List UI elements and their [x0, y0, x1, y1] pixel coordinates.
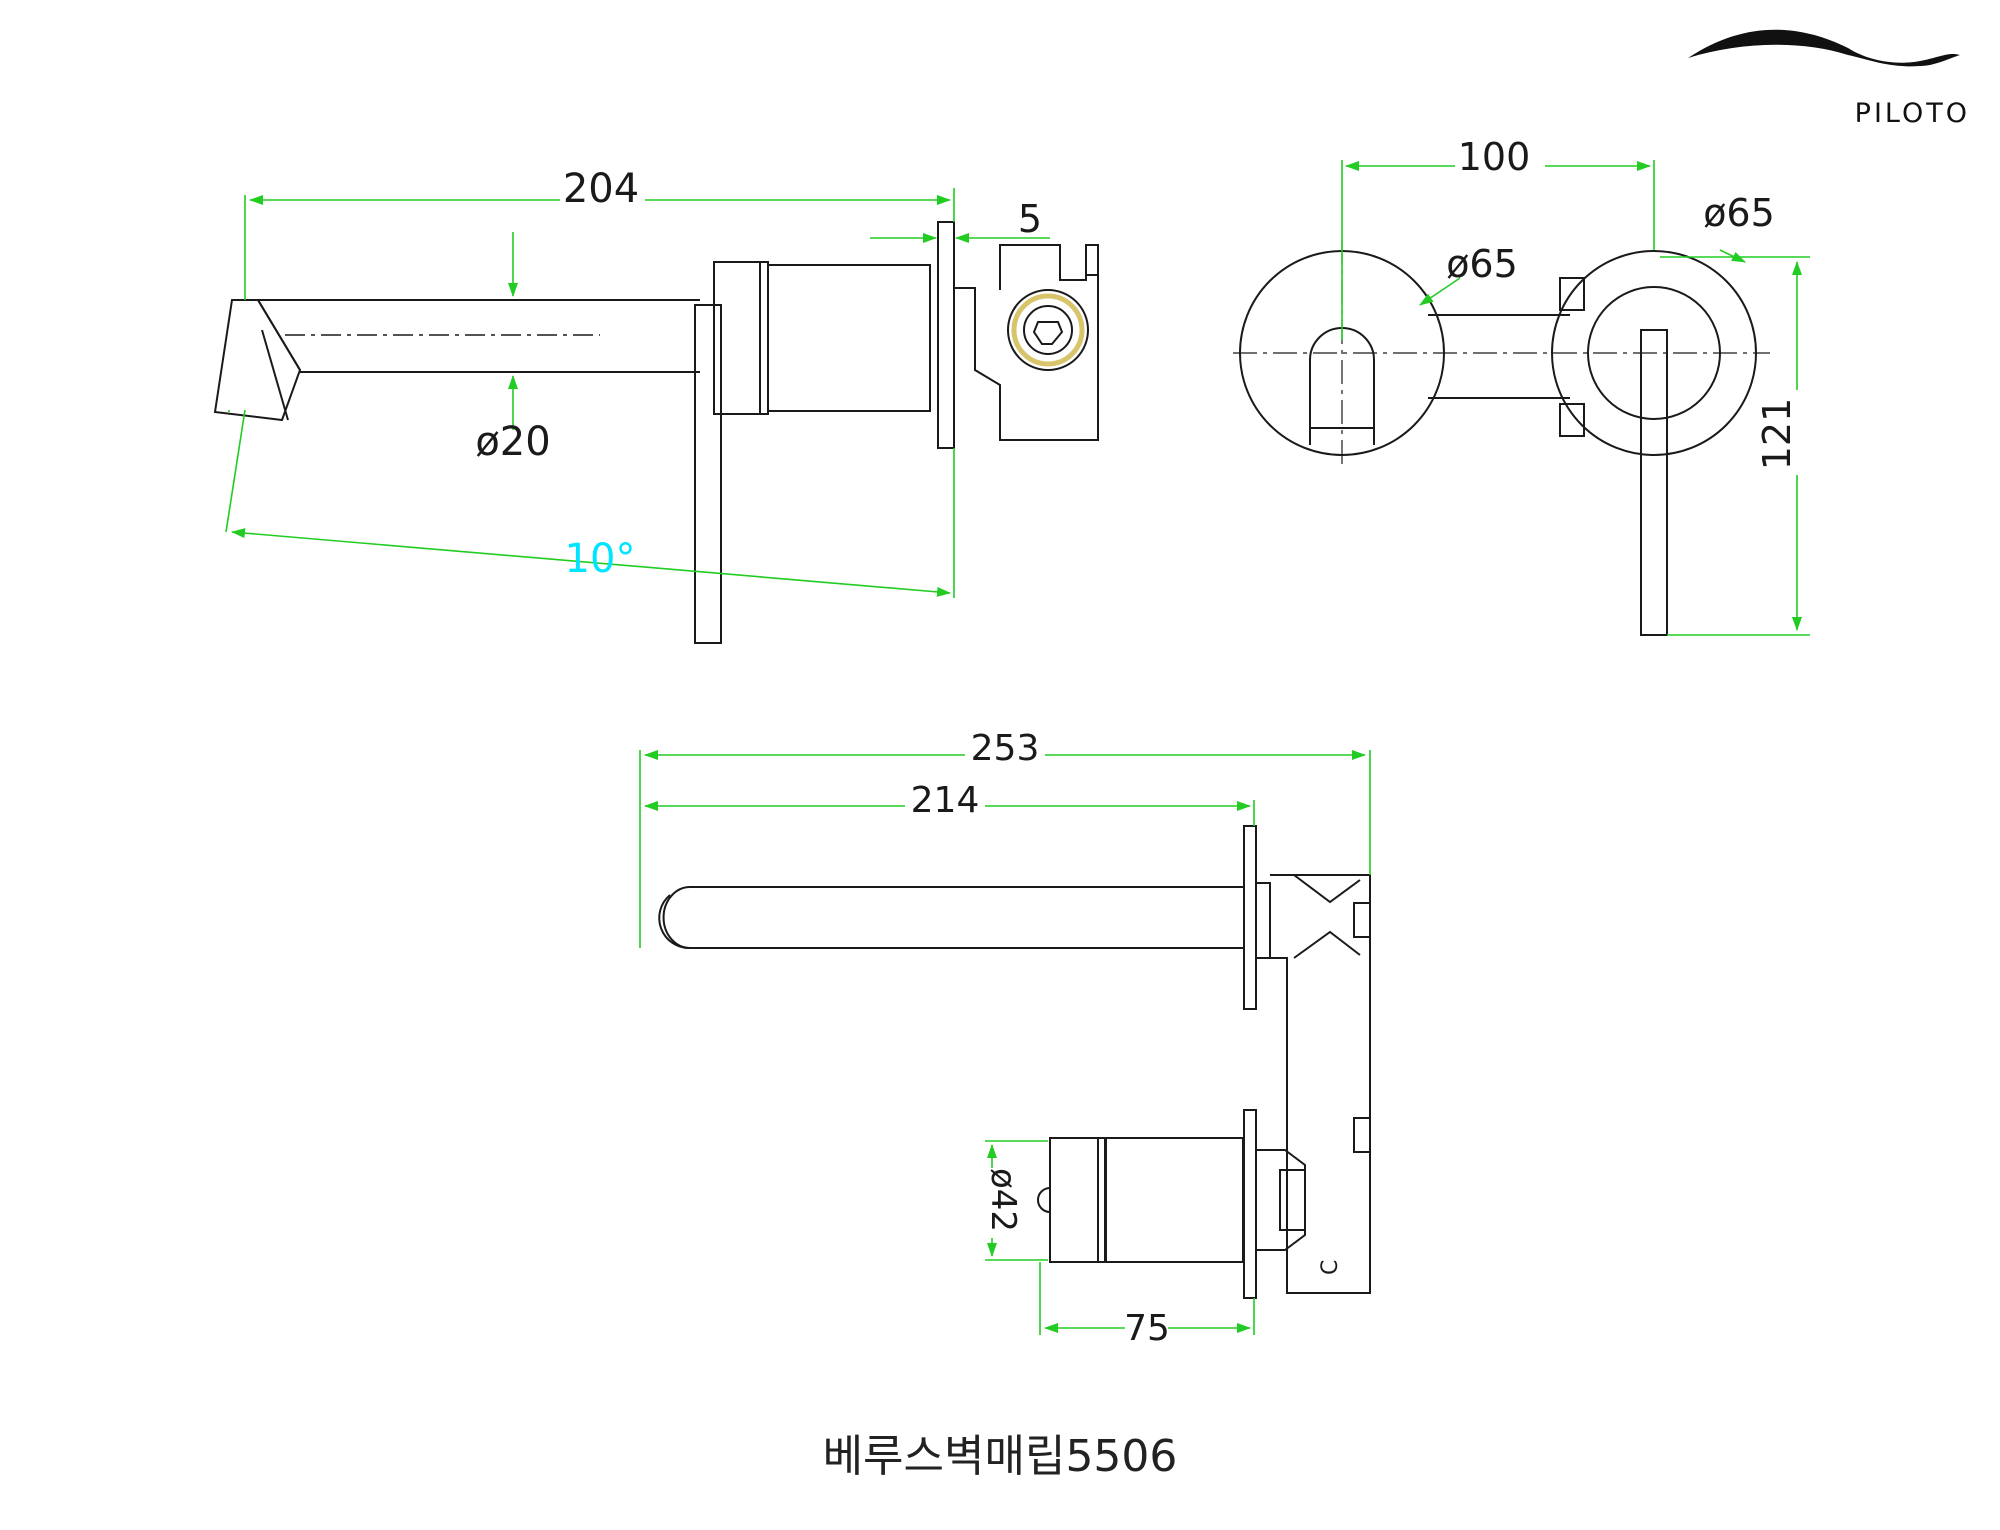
lever-front: [1640, 329, 1668, 636]
top-view-dimensions: [639, 750, 1371, 1335]
dim-handle-diameter: ø42: [983, 1168, 1023, 1232]
spout-top: [690, 886, 1245, 949]
svg-text:C: C: [1318, 1260, 1343, 1275]
dim-left-plate-diameter: ø65: [1446, 242, 1518, 286]
dim-angle: 10°: [565, 536, 636, 582]
dim-spout-reach: 214: [911, 780, 980, 821]
top-view: C: [658, 825, 1371, 1299]
fitting-ring: [1011, 293, 1085, 367]
dim-right-plate-diameter: ø65: [1703, 191, 1775, 235]
lever-handle: [694, 304, 722, 644]
handle-cap-top: [1049, 1137, 1107, 1263]
brand-logo: [1688, 29, 1960, 67]
spout-wall-plate: [1243, 825, 1257, 1010]
dim-center-distance: 100: [1458, 135, 1531, 179]
brand-name: PILOTO: [1854, 98, 1970, 129]
wall-plate: [937, 221, 955, 449]
product-caption: 베루스벽매립5506: [822, 1431, 1178, 1482]
dim-overall-length: 204: [563, 166, 639, 212]
dim-handle-depth: 75: [1124, 1308, 1170, 1349]
dim-plate-thickness: 5: [1018, 197, 1042, 241]
handle-body-top: [1104, 1137, 1244, 1263]
handle-body: [767, 264, 931, 412]
mixer-body: [954, 244, 1099, 441]
dim-spout-diameter: ø20: [475, 419, 550, 465]
mixer-body-top: [1256, 882, 1271, 959]
spout-tip: [213, 299, 302, 422]
dim-height: 121: [1755, 398, 1799, 471]
side-view: [213, 221, 1099, 644]
front-view: [1233, 240, 1770, 636]
front-view-dimensions: [1341, 160, 1810, 636]
dim-total-depth: 253: [971, 728, 1040, 769]
logo-wave-mark: [1688, 29, 1960, 67]
handle-wall-plate: [1243, 1109, 1257, 1299]
side-view-dimensions: [225, 188, 1050, 598]
